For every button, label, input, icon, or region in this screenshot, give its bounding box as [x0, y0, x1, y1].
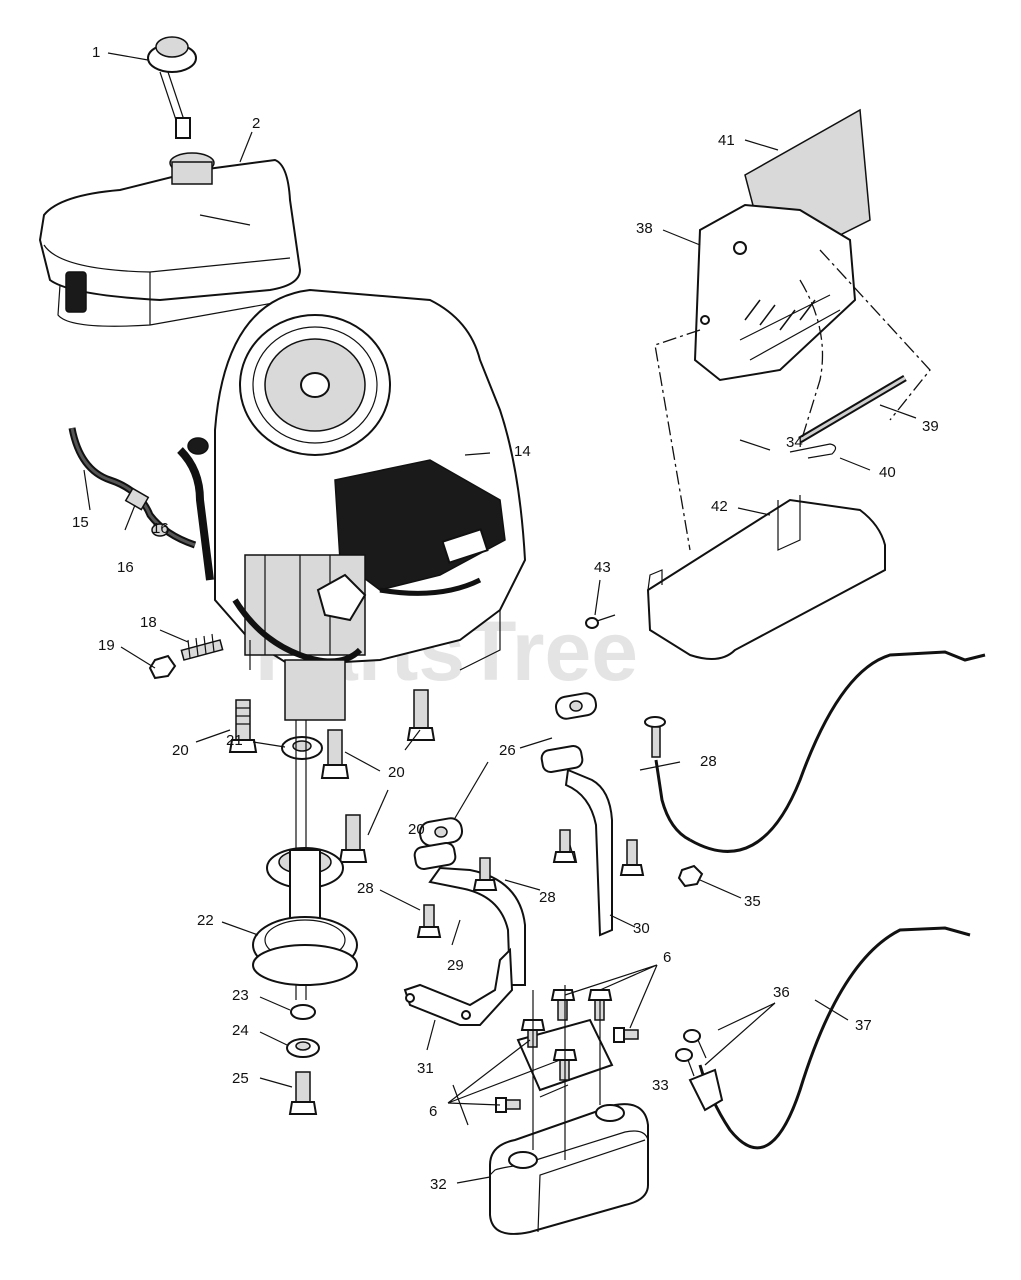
callout-20-left: 20	[172, 742, 189, 759]
callout-28-mid: 28	[539, 889, 556, 906]
muffler-32-part[interactable]	[489, 1103, 649, 1235]
fuel-line-part[interactable]	[68, 427, 197, 549]
callout-22: 22	[197, 912, 214, 929]
callout-28-right: 28	[700, 753, 717, 770]
bolt-20-right[interactable]	[406, 689, 436, 741]
bracket-31-part[interactable]	[403, 947, 514, 1026]
callout-39: 39	[922, 418, 939, 435]
bolt-28-d[interactable]	[416, 904, 442, 938]
callout-40: 40	[879, 464, 896, 481]
callout-33: 33	[652, 1077, 669, 1094]
callout-1: 1	[92, 44, 100, 61]
callout-20-low: 20	[408, 821, 425, 838]
fuel-tank-part[interactable]	[38, 152, 302, 327]
stud-part[interactable]	[180, 633, 224, 661]
bolt-25-part[interactable]	[288, 1071, 318, 1115]
exhaust-pipe-30-part[interactable]	[540, 744, 613, 937]
callout-26: 26	[499, 742, 516, 759]
callout-43: 43	[594, 559, 611, 576]
callout-6-right: 6	[663, 949, 671, 966]
bolt-28-b[interactable]	[552, 829, 578, 863]
callout-37: 37	[855, 1017, 872, 1034]
callout-labels: 1 2 14 15 16 16 18 19 20 21 20 22 23 24 …	[72, 44, 939, 1193]
screw-6-a[interactable]	[550, 989, 576, 1021]
callout-30: 30	[633, 920, 650, 937]
fuel-cap-part[interactable]	[147, 36, 197, 139]
callout-31: 31	[417, 1060, 434, 1077]
rod-39-part[interactable]	[798, 374, 907, 444]
engine-part[interactable]	[177, 288, 527, 721]
screw-36-a[interactable]	[683, 1029, 707, 1059]
nut-19-part[interactable]	[148, 654, 177, 680]
callout-38: 38	[636, 220, 653, 237]
bolt-28-c[interactable]	[472, 857, 498, 891]
gasket-26-upper[interactable]	[554, 692, 598, 721]
hairpin-40-part[interactable]	[789, 443, 837, 459]
callout-16-lower: 16	[117, 559, 134, 576]
screw-43-part[interactable]	[585, 614, 616, 629]
bolt-20-mid[interactable]	[320, 729, 350, 779]
callout-23: 23	[232, 987, 249, 1004]
throttle-cable-37-part[interactable]	[688, 926, 971, 1150]
callout-15: 15	[72, 514, 89, 531]
bracket-assembly-part[interactable]	[693, 108, 871, 382]
callout-42: 42	[711, 498, 728, 515]
screw-36-b[interactable]	[675, 1048, 695, 1077]
callout-41: 41	[718, 132, 735, 149]
callout-20-right: 20	[388, 764, 405, 781]
callout-24: 24	[232, 1022, 249, 1039]
bolt-28-a[interactable]	[619, 839, 645, 876]
shield-42-part[interactable]	[646, 495, 886, 660]
leader-lines	[83, 52, 917, 1184]
callout-35: 35	[744, 893, 761, 910]
callout-16-upper: 16	[152, 520, 169, 537]
washer-23-part[interactable]	[290, 1004, 316, 1020]
nut-35-part[interactable]	[677, 864, 704, 888]
callout-28-left: 28	[357, 880, 374, 897]
screw-6-e[interactable]	[613, 1027, 639, 1043]
callout-36: 36	[773, 984, 790, 1001]
choke-cable-34-part[interactable]	[644, 650, 986, 853]
callout-21: 21	[226, 732, 243, 749]
bolt-20-low[interactable]	[338, 814, 368, 863]
callout-2: 2	[252, 115, 260, 132]
bolt-20-left[interactable]	[228, 699, 258, 753]
callout-32: 32	[430, 1176, 447, 1193]
callout-29: 29	[447, 957, 464, 974]
callout-34: 34	[786, 434, 803, 451]
exhaust-pipe-29-part[interactable]	[413, 841, 526, 986]
spacer-part[interactable]	[281, 736, 323, 760]
callout-14: 14	[514, 443, 531, 460]
callout-19: 19	[98, 637, 115, 654]
callout-6-left: 6	[429, 1103, 437, 1120]
lock-washer-24-part[interactable]	[286, 1038, 320, 1058]
pulley-part[interactable]	[252, 847, 358, 986]
callout-25: 25	[232, 1070, 249, 1087]
callout-18: 18	[140, 614, 157, 631]
